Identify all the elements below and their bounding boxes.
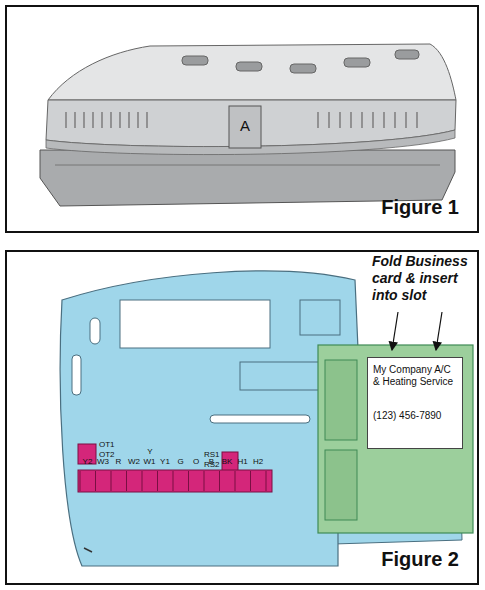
thermostat-drawing bbox=[40, 44, 456, 206]
terminal-label: Y2 bbox=[83, 458, 93, 467]
terminal-label: B bbox=[209, 458, 214, 467]
phone-number: (123) 456-7890 bbox=[373, 410, 457, 422]
terminal-label: W2 bbox=[128, 458, 140, 467]
business-card: My Company A/C & Heating Service (123) 45… bbox=[367, 357, 463, 449]
terminal-label: OT1 bbox=[99, 441, 115, 450]
terminal-label: H1 bbox=[237, 458, 247, 467]
terminal-label: W1 bbox=[144, 458, 156, 467]
terminal-label: R bbox=[116, 458, 122, 467]
terminal-label: BK bbox=[222, 458, 233, 467]
figure-caption: Figure 2 bbox=[381, 547, 459, 571]
terminal-label: G bbox=[177, 458, 183, 467]
terminal-label: Y1 bbox=[160, 458, 170, 467]
wallplate-drawing bbox=[60, 271, 473, 566]
leader-arrows bbox=[392, 312, 442, 350]
terminal-label: W3 bbox=[97, 458, 109, 467]
figure-caption: Figure 1 bbox=[381, 195, 459, 219]
part-letter: A bbox=[240, 118, 250, 135]
terminal-label: Y bbox=[147, 448, 152, 457]
company-name: My Company A/C & Heating Service bbox=[373, 364, 457, 388]
instruction-note: Fold Business card & insert into slot bbox=[372, 253, 484, 303]
terminal-label: H2 bbox=[253, 458, 263, 467]
terminal-label: O bbox=[193, 458, 199, 467]
